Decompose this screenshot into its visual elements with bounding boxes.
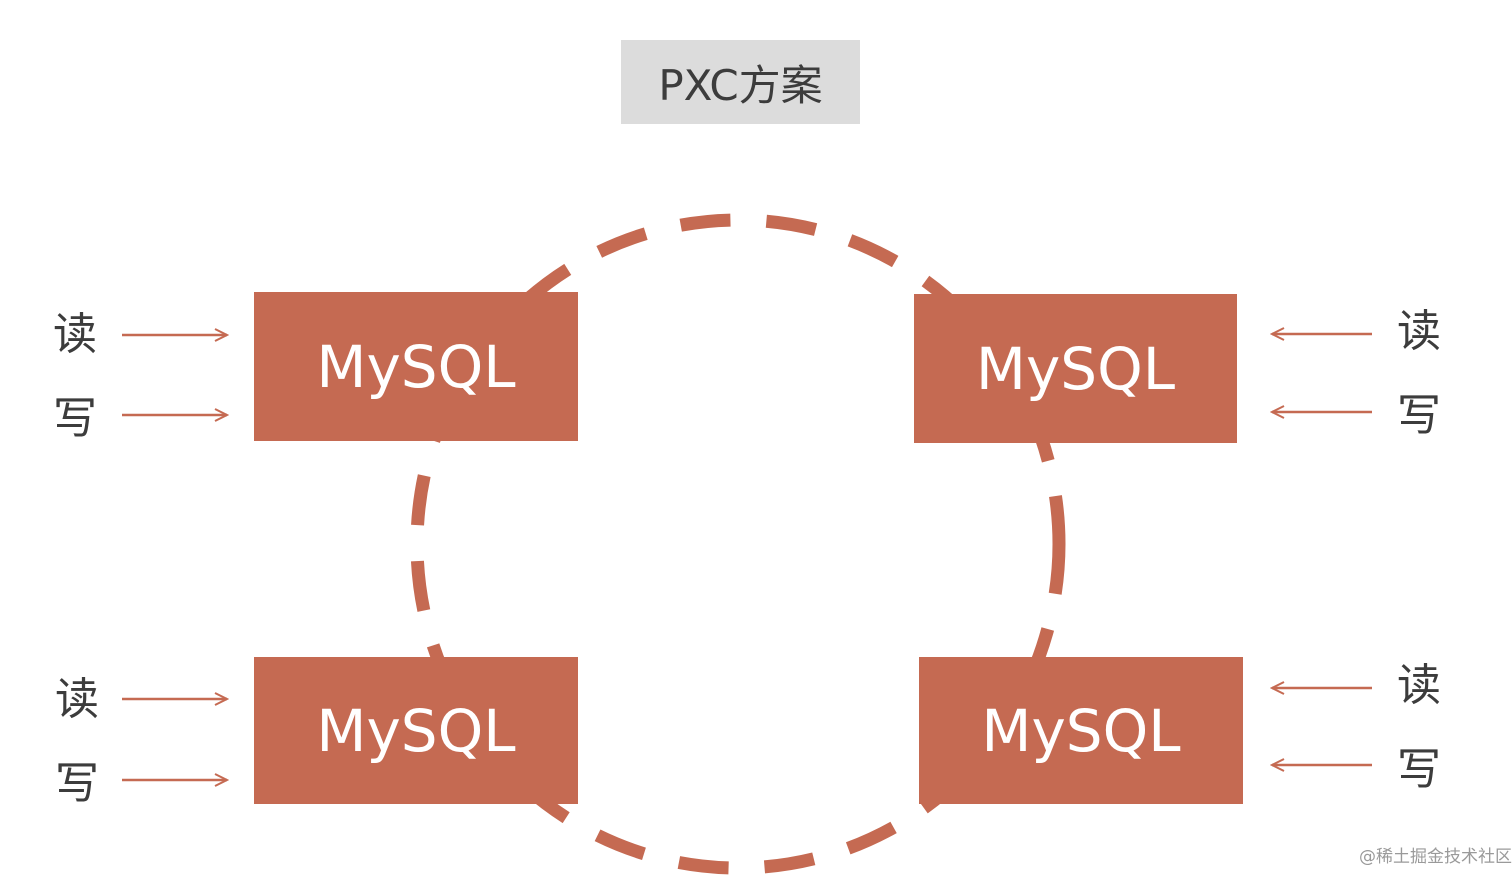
read-label-top-right: 读 <box>1397 306 1441 357</box>
write-label-top-right: 写 <box>1397 390 1441 441</box>
mysql-node-bottom-left: MySQL <box>254 657 578 804</box>
write-label-bottom-right: 写 <box>1397 744 1441 795</box>
diagram-title: PXC方案 <box>621 40 860 124</box>
write-label-bottom-left: 写 <box>55 758 99 809</box>
replication-ring <box>410 213 1066 875</box>
watermark: @稀土掘金技术社区 <box>1359 847 1512 867</box>
mysql-node-top-right: MySQL <box>914 294 1237 443</box>
mysql-node-top-left: MySQL <box>254 292 578 441</box>
read-label-bottom-left: 读 <box>55 674 99 725</box>
write-label-top-left: 写 <box>53 393 97 444</box>
mysql-node-bottom-right: MySQL <box>919 657 1243 804</box>
read-label-top-left: 读 <box>53 309 97 360</box>
read-label-bottom-right: 读 <box>1397 660 1441 711</box>
